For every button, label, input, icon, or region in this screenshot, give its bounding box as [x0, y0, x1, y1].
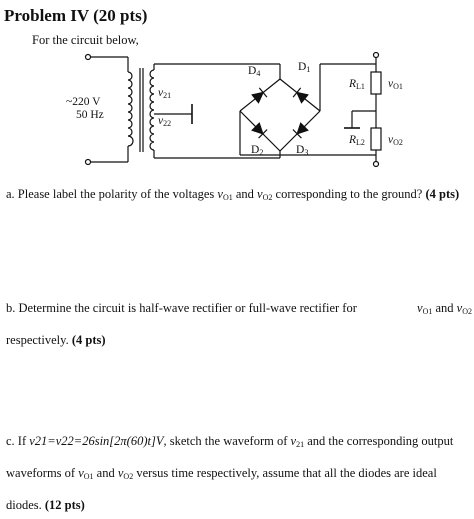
question-c-formula: v21=v22=26sin[2π(60)t]V [29, 434, 164, 448]
d3-label: D3 [296, 144, 308, 157]
diode-d1 [292, 87, 309, 104]
v21-label: v21 [158, 87, 171, 100]
d2-label: D2 [251, 144, 263, 157]
diode-d4 [251, 87, 268, 104]
question-a-points: (4 pts) [425, 187, 460, 201]
vo1-label: vO1 [388, 78, 403, 91]
question-b-points: (4 pts) [71, 333, 106, 347]
d1-label: D1 [298, 61, 310, 74]
question-c: c. If v21=v22=26sin[2π(60)t]V, sketch th… [6, 434, 454, 512]
secondary-coil [149, 69, 155, 151]
primary-coil [127, 71, 134, 147]
intro-text: For the circuit below, [32, 33, 139, 47]
page-title: Problem IV (20 pts) [4, 6, 148, 25]
question-a: a. Please label the polarity of the volt… [6, 187, 460, 202]
question-c-points: (12 pts) [44, 498, 85, 512]
circuit-diagram: ~220 V 50 Hz v21 v22 D4 D1 D2 D3 RL1 RL2… [66, 51, 403, 168]
vo2-label: vO2 [388, 134, 403, 147]
rl1-label: RL1 [348, 78, 365, 91]
primary-terminal-bottom [84, 158, 92, 166]
question-b: b. Determine the circuit is half-wave re… [6, 301, 472, 347]
v22-label: v22 [158, 115, 171, 128]
resistor-rl1 [370, 71, 382, 95]
primary-terminal-top [84, 53, 92, 61]
diode-d3 [292, 122, 309, 139]
output-terminal-bottom [372, 160, 380, 168]
diode-d2 [251, 122, 268, 139]
source-voltage-label: ~220 V [66, 96, 101, 108]
source-frequency-label: 50 Hz [76, 109, 104, 121]
d4-label: D4 [248, 65, 260, 78]
resistor-rl2 [370, 127, 382, 151]
rl2-label: RL2 [348, 134, 365, 147]
output-terminal-top [372, 51, 380, 59]
